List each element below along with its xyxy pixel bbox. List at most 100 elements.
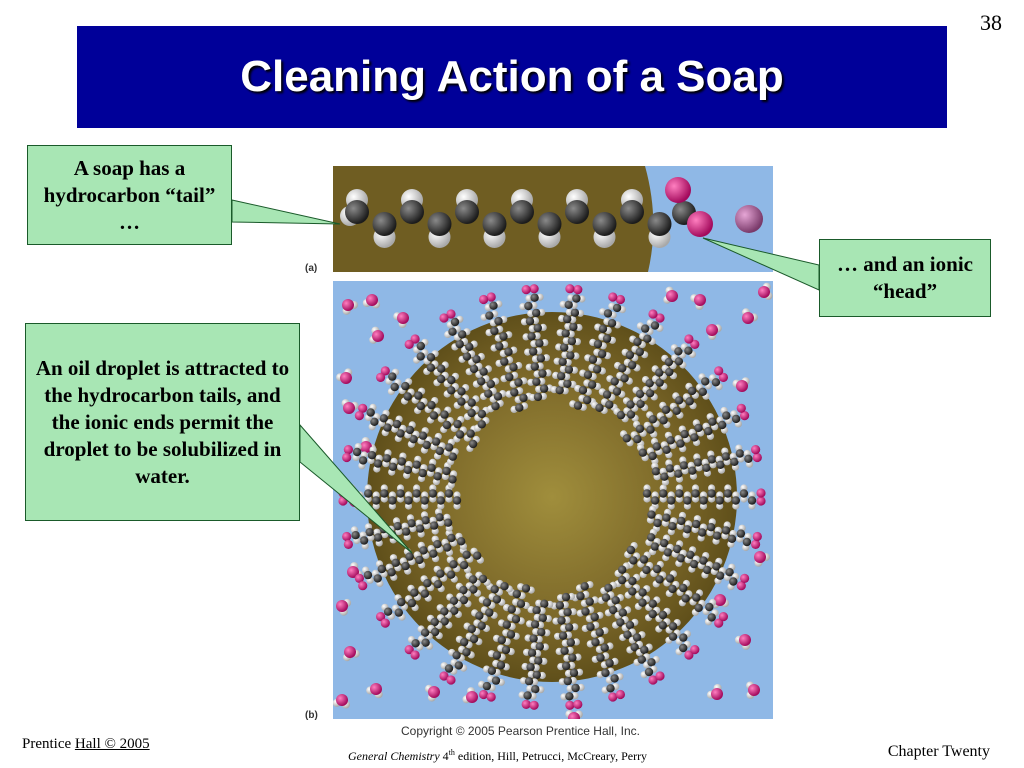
carbon-atom [403, 465, 412, 475]
carbon-atom [457, 387, 466, 396]
carbon-atom [665, 464, 675, 473]
water-molecule [742, 308, 758, 324]
oxygen-atom [690, 339, 700, 349]
carbon-atom [372, 496, 381, 505]
carbon-atom [380, 489, 389, 498]
carbon-atom [668, 622, 678, 631]
oxygen-atom [343, 539, 353, 550]
carbon-atom [485, 311, 494, 320]
carbon-atom [431, 437, 441, 446]
carbon-atom [500, 582, 509, 591]
carbon-atom [394, 608, 403, 617]
carbon-atom [705, 602, 714, 612]
carbon-atom [496, 661, 506, 670]
slide-title: Cleaning Action of a Soap [240, 52, 784, 101]
carbon-atom [379, 414, 388, 423]
carbon-atom [534, 656, 543, 665]
carbon-atom [453, 419, 462, 429]
carbon-atom [447, 386, 456, 395]
carbon-atom [454, 661, 463, 670]
carbon-atom [347, 489, 357, 498]
water-molecule [462, 687, 478, 704]
carbon-atom [674, 469, 683, 478]
carbon-atom [626, 545, 636, 555]
carbon-atom [729, 577, 738, 586]
carbon-atom [403, 392, 412, 401]
carbon-atom [433, 472, 442, 481]
carbon-atom [648, 609, 657, 619]
publisher-prefix: Prentice [22, 736, 75, 752]
carbon-atom [730, 457, 739, 466]
carbon-atom [701, 377, 710, 386]
oxygen-atom [446, 309, 456, 319]
oxygen-atom [666, 290, 678, 302]
carbon-atom [444, 443, 454, 452]
water-molecule [336, 598, 352, 616]
carbon-atom [606, 684, 615, 693]
oxygen-atom [739, 634, 751, 646]
water-molecule [690, 294, 706, 310]
carbon-atom [628, 576, 637, 586]
carbon-atom [723, 489, 732, 498]
water-molecule [707, 684, 723, 700]
carbon-atom [660, 538, 669, 548]
carbon-atom [691, 489, 700, 498]
carbon-atom [519, 393, 528, 403]
carbon-atom [667, 496, 676, 505]
carbon-atom [477, 420, 486, 429]
carbon-atom [639, 555, 649, 564]
carbon-atom [539, 384, 549, 393]
carbon-atom [712, 531, 722, 540]
oxygen-atom [366, 294, 378, 306]
carbon-atom [707, 613, 716, 622]
oxygen-atom [565, 700, 575, 710]
carbon-atom [716, 571, 725, 580]
carbon-atom [565, 200, 589, 224]
publisher-link[interactable]: Hall © 2005 [74, 736, 150, 752]
carbon-atom [563, 314, 572, 324]
carbon-atom [372, 212, 397, 236]
carbon-atom [345, 200, 369, 224]
oxygen-atom [428, 686, 440, 698]
carbon-atom [452, 651, 461, 660]
carbon-atom [492, 651, 502, 660]
oxygen-atom [446, 675, 456, 685]
carbon-atom [647, 510, 656, 519]
carbon-atom [598, 324, 608, 333]
figure-label-a: (a) [305, 263, 317, 274]
head-callout: … and an ionic “head” [819, 239, 991, 317]
carbon-atom [388, 496, 397, 505]
carbon-atom [440, 410, 449, 419]
water-molecule [343, 646, 360, 662]
carbon-atom [526, 662, 535, 672]
carbon-atom [397, 598, 406, 607]
carbon-atom [485, 608, 494, 617]
water-molecule [735, 634, 751, 650]
carbon-atom [533, 392, 543, 402]
sodium-ion [735, 205, 763, 233]
carbon-atom [602, 390, 612, 399]
carbon-atom [558, 631, 568, 640]
water-molecule [362, 294, 381, 309]
figure-label-b: (b) [305, 710, 318, 721]
oxygen-atom [343, 445, 353, 455]
carbon-atom [491, 401, 500, 411]
oxygen-atom [655, 313, 665, 323]
carbon-atom [628, 360, 637, 370]
oxygen-atom [565, 284, 575, 294]
carbon-atom [675, 489, 684, 498]
soap-chain [624, 542, 729, 628]
carbon-atom [540, 599, 549, 608]
carbon-atom [419, 546, 428, 555]
carbon-atom [610, 674, 619, 683]
carbon-atom [430, 627, 440, 637]
carbon-atom [681, 594, 690, 603]
oxygen-atom [655, 671, 665, 681]
carbon-atom [735, 449, 745, 458]
carbon-atom [532, 670, 541, 680]
soap-chain [404, 571, 491, 660]
oxygen-atom [336, 600, 348, 612]
oxygen-atom [751, 445, 761, 455]
carbon-atom [490, 585, 499, 594]
carbon-atom [650, 321, 660, 330]
